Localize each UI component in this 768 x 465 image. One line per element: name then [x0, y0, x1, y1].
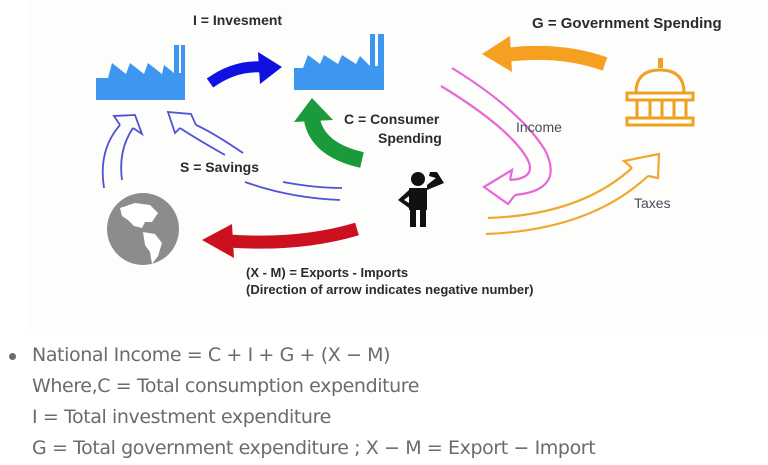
globe-icon [107, 193, 179, 265]
investment-arrow [206, 52, 282, 88]
factory-icon [96, 45, 185, 100]
note-investment: I = Total investment expenditure [32, 406, 331, 428]
consumer-spending-label-line2: Spending [378, 130, 442, 146]
investment-label: I = Invesment [193, 12, 283, 28]
taxes-arrow [485, 152, 661, 236]
bullet-icon [9, 353, 16, 360]
factory-icon [294, 34, 384, 90]
income-arrow [440, 67, 552, 206]
government-building-icon [625, 58, 695, 127]
consumer-spending-label-line1: C = Consumer [344, 111, 440, 127]
circular-flow-diagram-panel [28, 0, 768, 330]
consumer-spending-arrow [294, 98, 364, 168]
national-income-formula: National Income = C + I + G + (X − M) [32, 344, 391, 366]
government-spending-label: G = Government Spending [532, 15, 722, 32]
circular-flow-diagram [96, 34, 695, 265]
note-government-net-exports: G = Total government expenditure ; X − M… [32, 437, 596, 459]
savings-arrow [101, 110, 343, 201]
net-exports-label-line2: (Direction of arrow indicates negative n… [246, 282, 534, 297]
person-thinking-icon [398, 172, 444, 227]
taxes-label: Taxes [634, 195, 671, 211]
government-spending-arrow [482, 36, 608, 72]
net-exports-label-line1: (X - M) = Exports - Imports [246, 265, 409, 280]
savings-label: S = Savings [180, 159, 259, 175]
income-label: Income [516, 119, 562, 135]
net-exports-arrow [202, 222, 359, 258]
note-consumption: Where,C = Total consumption expenditure [32, 375, 420, 397]
